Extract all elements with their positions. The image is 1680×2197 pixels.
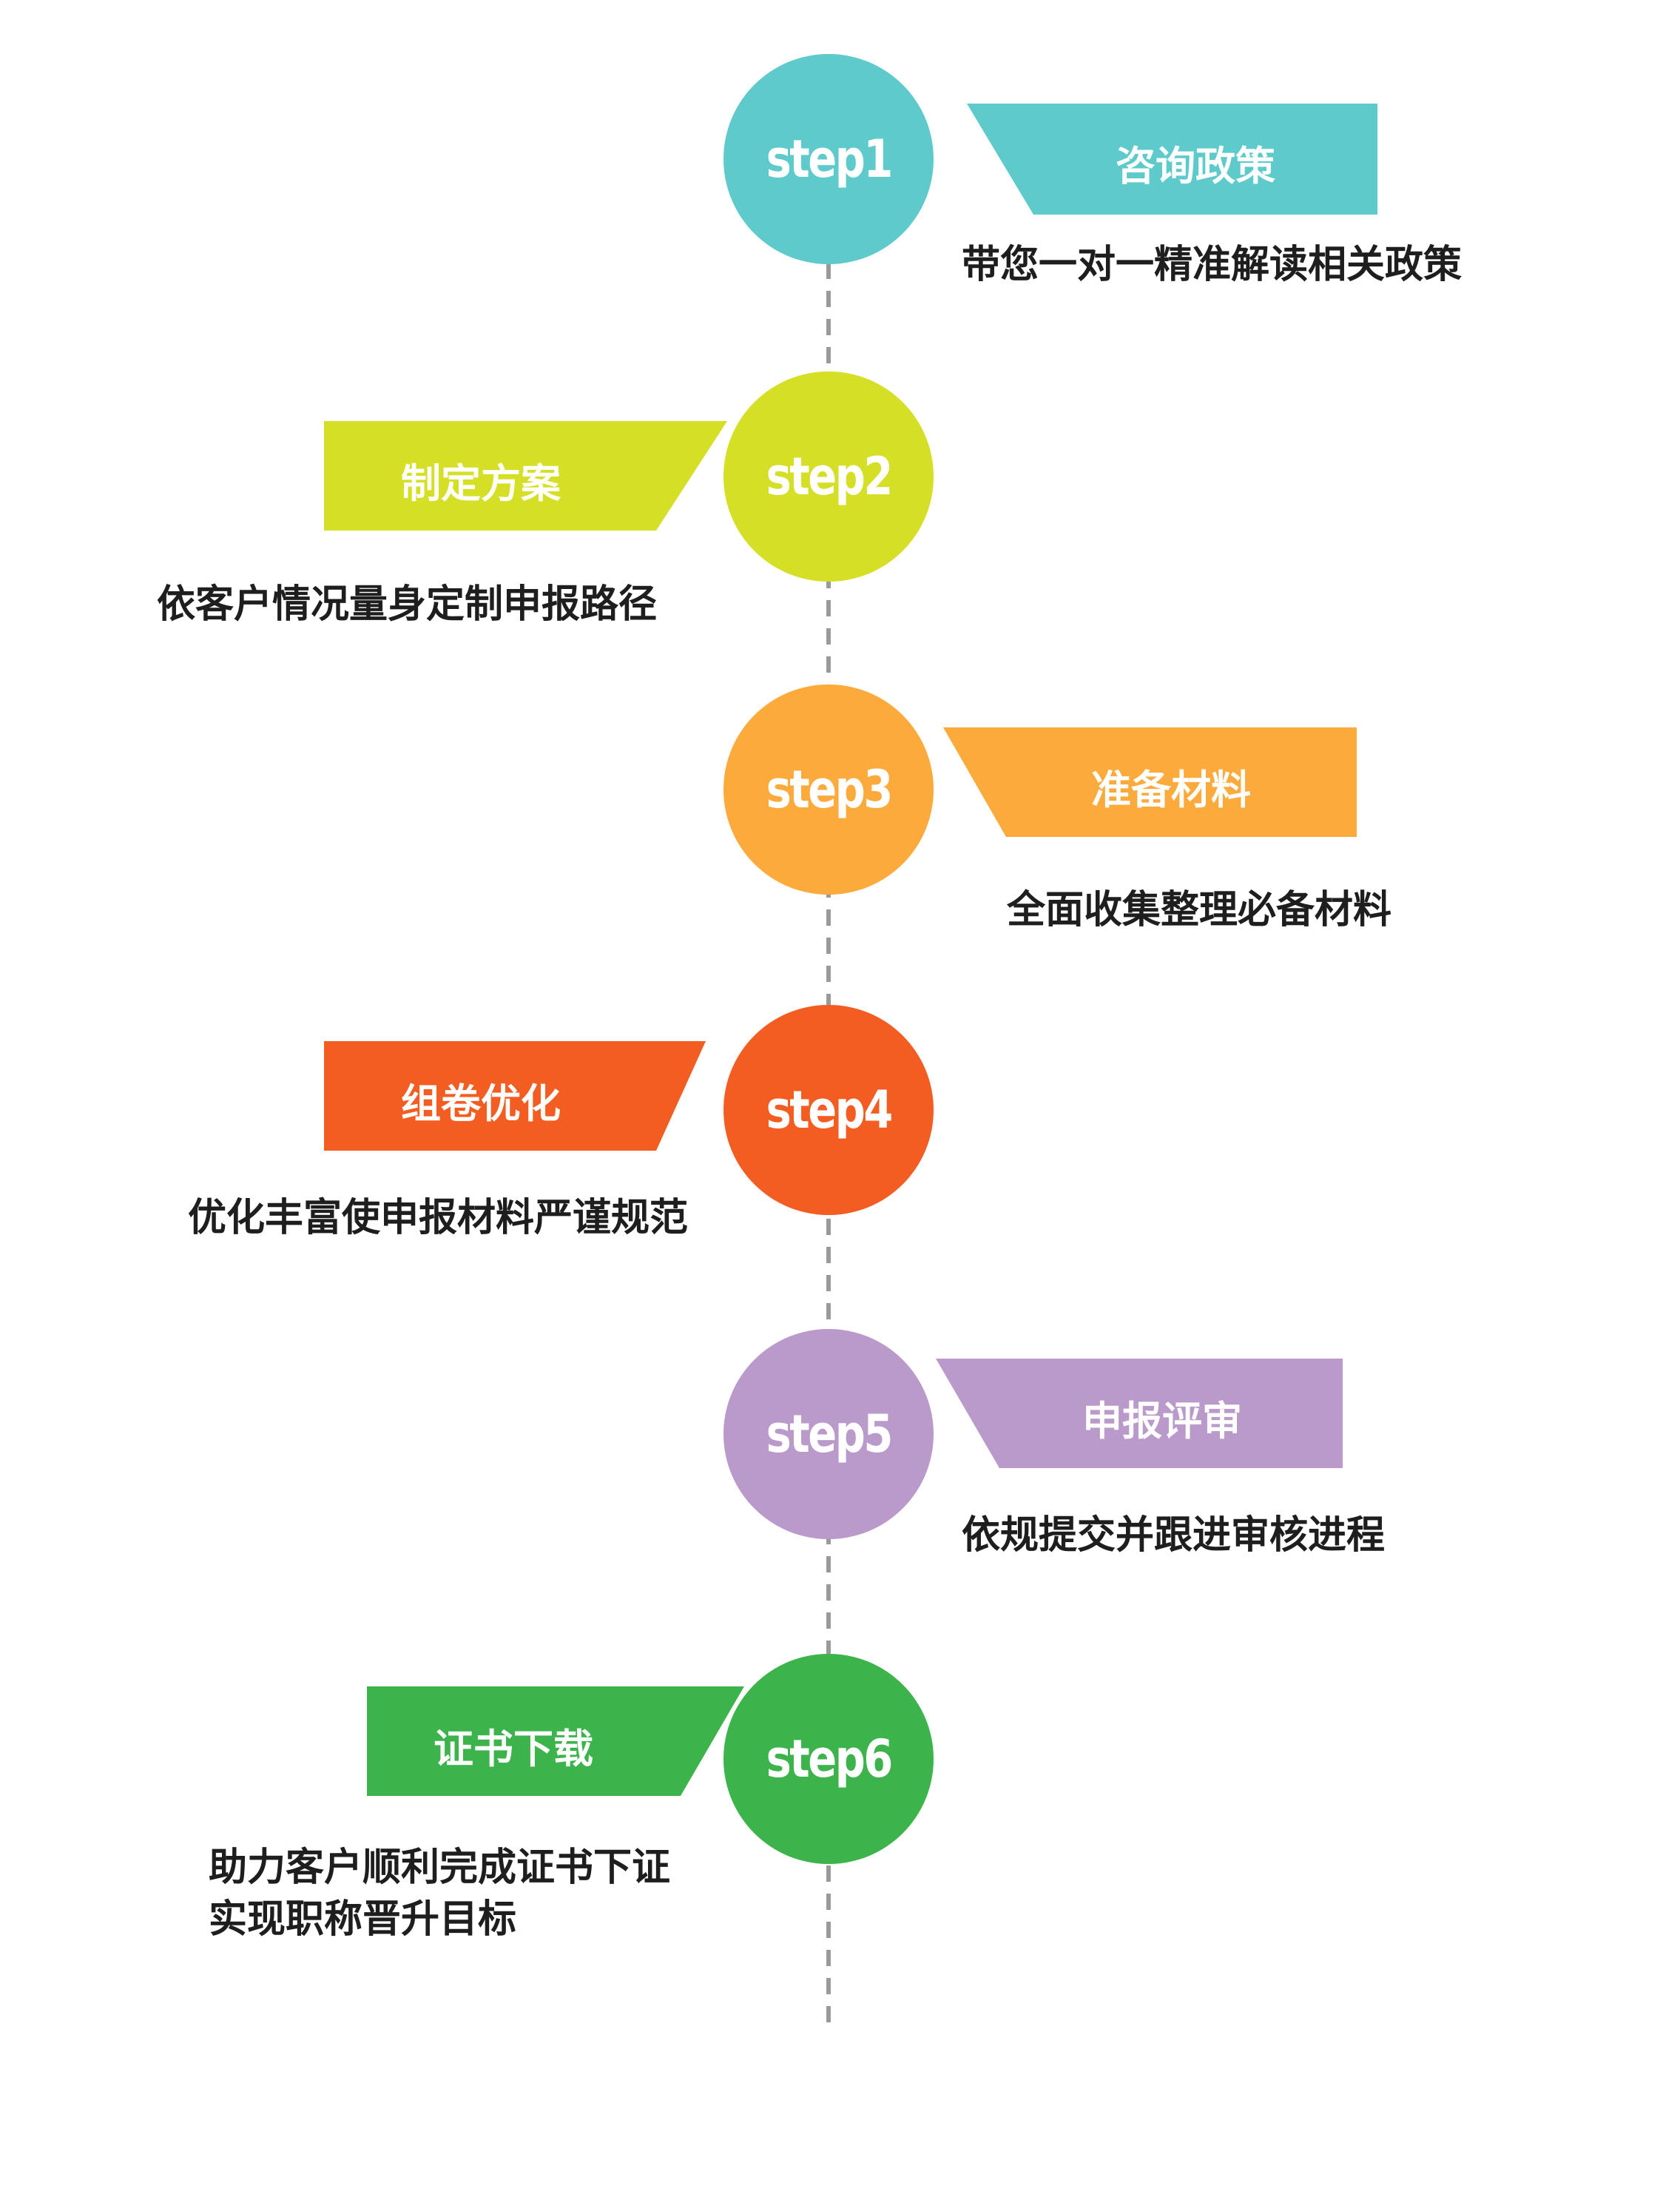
step-2-description-line: 依客户情况量身定制申报路径: [157, 582, 658, 627]
step-5-circle: step5: [723, 1329, 934, 1539]
step-3-circle: step3: [723, 684, 934, 895]
step-5-description: 依规提交并跟进审核进程: [962, 1510, 1385, 1561]
step-1-label: step1: [766, 129, 893, 189]
step-5-label: step5: [766, 1404, 893, 1464]
step-2-tag: 制定方案: [401, 460, 561, 507]
tag-3-shape: [943, 727, 1357, 837]
step-3-tag: 准备材料: [1091, 767, 1251, 813]
step-1-description: 带您一对一精准解读相关政策: [962, 239, 1462, 291]
step-6-description-line-2: 实现职称晋升目标: [209, 1897, 517, 1942]
step-1-circle: step1: [723, 54, 934, 264]
step-4-description: 优化丰富使申报材料严谨规范: [188, 1192, 688, 1244]
tag-2-shape: [324, 421, 727, 531]
step-6-label: step6: [766, 1729, 893, 1789]
step-5-description-line: 依规提交并跟进审核进程: [962, 1513, 1386, 1558]
tag-5-shape: [936, 1359, 1343, 1468]
step-4-description-line: 优化丰富使申报材料严谨规范: [188, 1196, 689, 1240]
step-6-circle: step6: [723, 1654, 934, 1864]
step-2-circle: step2: [723, 371, 934, 582]
step-4-circle: step4: [723, 1005, 934, 1215]
step-2-label: step2: [766, 446, 893, 507]
step-5-tag: 申报评审: [1082, 1398, 1242, 1444]
step-6-description: 助力客户顺利完成证书下证 实现职称晋升目标: [209, 1842, 670, 1945]
tag-6-shape: [367, 1686, 744, 1796]
step-2-description: 依客户情况量身定制申报路径: [157, 579, 657, 630]
step-3-description-line: 全面收集整理必备材料: [1007, 888, 1392, 932]
step-1-tag: 咨询政策: [1116, 143, 1275, 189]
step-4-tag: 组卷优化: [401, 1080, 561, 1127]
step-1-description-line: 带您一对一精准解读相关政策: [962, 243, 1463, 287]
step-6-tag: 证书下载: [434, 1726, 593, 1772]
step-6-description-line-1: 助力客户顺利完成证书下证: [209, 1846, 671, 1890]
tag-1-shape: [967, 104, 1377, 215]
step-4-label: step4: [766, 1080, 893, 1140]
tag-4-shape: [324, 1041, 706, 1151]
step-3-description: 全面收集整理必备材料: [1007, 884, 1391, 936]
step-3-label: step3: [766, 759, 893, 820]
